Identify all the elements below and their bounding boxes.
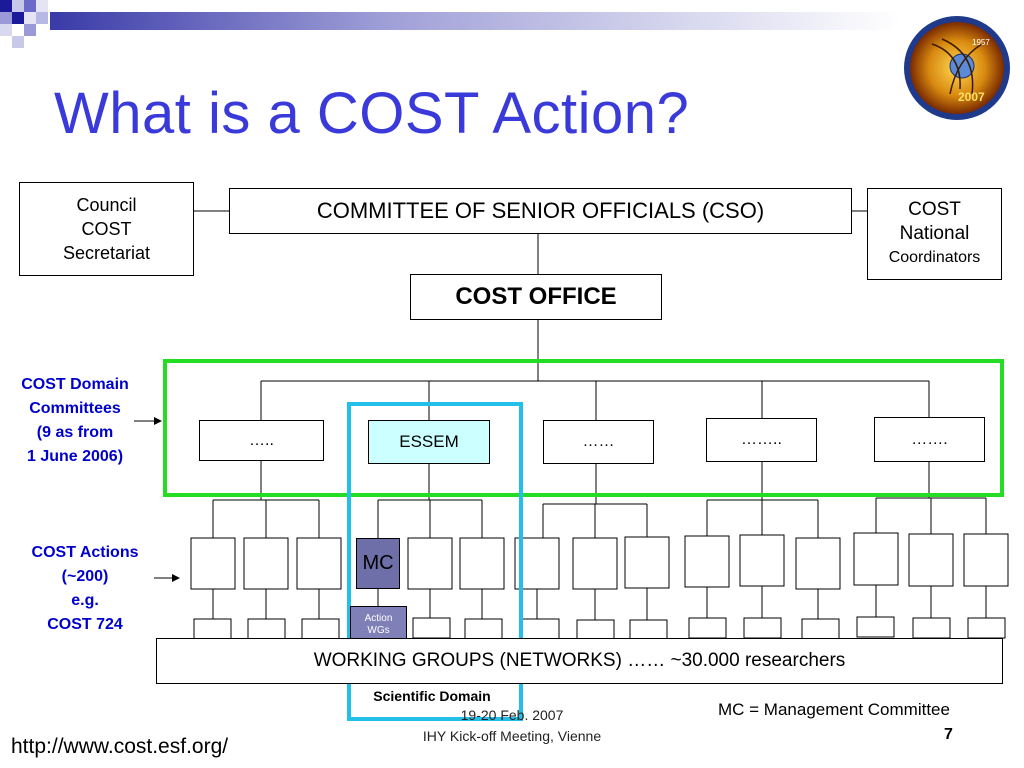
header-gradient-bar xyxy=(50,12,900,30)
mc-box: MC xyxy=(356,538,400,589)
cost-actions-line-1: COST Actions xyxy=(31,544,139,561)
domain-box-3: …… xyxy=(543,420,654,464)
domain-committees-line-3: (9 as from xyxy=(36,424,114,441)
cso-box: COMMITTEE OF SENIOR OFFICIALS (CSO) xyxy=(229,188,852,234)
domain-committees-line-4: 1 June 2006) xyxy=(26,448,124,465)
domain-committees-line-2: Committees xyxy=(29,400,121,417)
logo-year-top: 1957 xyxy=(972,38,990,47)
council-line-3: Secretariat xyxy=(62,243,151,263)
working-groups-box: WORKING GROUPS (NETWORKS) …… ~30.000 res… xyxy=(156,638,1003,684)
mc-legend: MC = Management Committee xyxy=(718,700,950,719)
domain-committees-label: COST Domain Committees (9 as from 1 June… xyxy=(0,373,150,469)
national-line-3: Coordinators xyxy=(888,249,981,266)
council-line-1: Council xyxy=(76,195,137,215)
action-wgs-line-2: WGs xyxy=(367,625,390,636)
action-wgs-line-1: Action xyxy=(364,613,393,624)
page-number: 7 xyxy=(944,726,953,743)
cost-actions-line-3: e.g. xyxy=(71,592,99,609)
domain-box-1: ….. xyxy=(199,420,324,461)
national-line-1: COST xyxy=(908,199,961,220)
national-coordinators-box: COST National Coordinators xyxy=(867,188,1002,280)
council-secretariat-box: Council COST Secretariat xyxy=(19,182,194,276)
scientific-domain-label: Scientific Domain xyxy=(373,688,491,704)
cost-actions-line-4: COST 724 xyxy=(47,616,123,633)
council-line-2: COST xyxy=(81,219,132,239)
slide-title: What is a COST Action? xyxy=(54,81,690,146)
cost-office-box: COST OFFICE xyxy=(410,274,662,320)
cost-url-link[interactable]: http://www.cost.esf.org/ xyxy=(11,735,229,758)
logo-year-bottom: 2007 xyxy=(958,90,985,104)
domain-box-4: …….. xyxy=(706,418,817,462)
footer-date: 19-20 Feb. 2007 xyxy=(460,707,564,723)
footer-event: IHY Kick-off Meeting, Vienne xyxy=(422,728,602,744)
ihy-logo: 1957 2007 xyxy=(902,14,1012,122)
domain-box-5: ……. xyxy=(874,417,985,462)
national-line-2: National xyxy=(899,223,970,244)
cost-actions-line-2: (~200) xyxy=(61,568,109,585)
domain-box-essem: ESSEM xyxy=(368,420,490,464)
scientific-domain-frame xyxy=(347,402,523,721)
domain-committees-frame xyxy=(163,359,1004,497)
domain-committees-line-1: COST Domain xyxy=(21,376,129,393)
cost-actions-label: COST Actions (~200) e.g. COST 724 xyxy=(10,541,160,637)
